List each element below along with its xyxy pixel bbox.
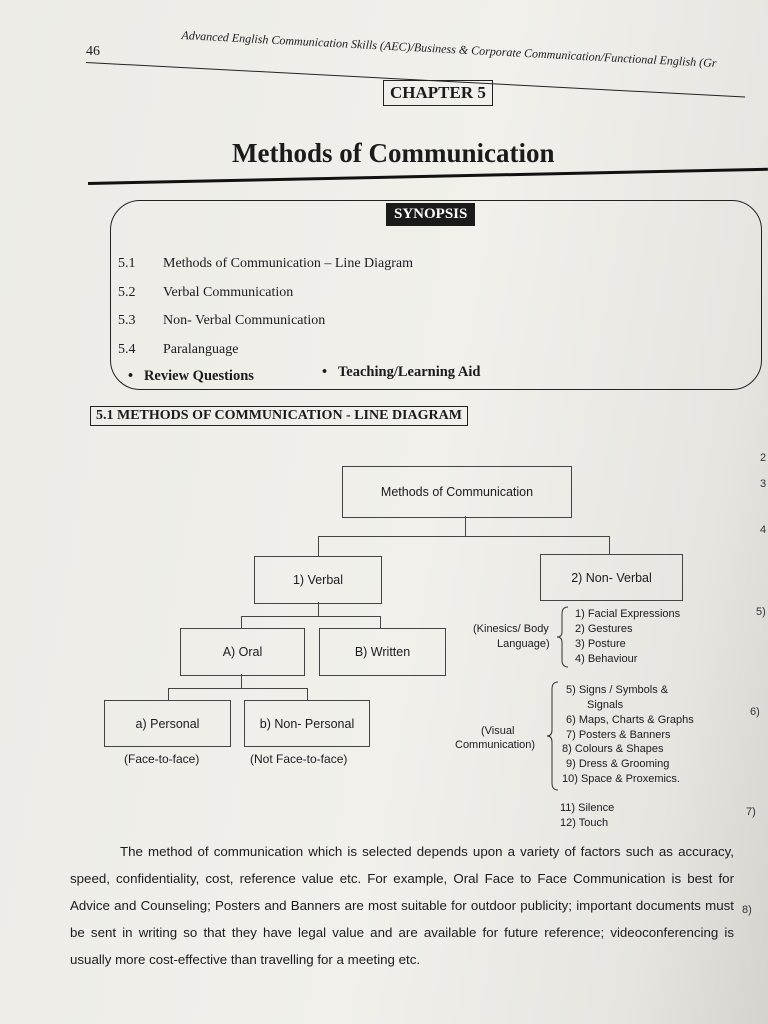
margin-number: 7) bbox=[746, 806, 756, 818]
toc-text: Paralanguage bbox=[163, 342, 239, 357]
chapter-title: Methods of Communication bbox=[232, 138, 555, 168]
list-item: 12) Touch bbox=[560, 817, 609, 829]
connector bbox=[168, 688, 308, 689]
running-header: Advanced English Communication Skills (A… bbox=[181, 28, 717, 71]
node-nonverbal: 2) Non- Verbal bbox=[540, 554, 683, 601]
connector bbox=[465, 516, 466, 536]
node-written: B) Written bbox=[319, 628, 446, 676]
synopsis-box bbox=[110, 200, 762, 390]
list-item: 8) Colours & Shapes bbox=[562, 743, 664, 755]
margin-number: 5) bbox=[756, 606, 766, 618]
margin-number: 4 bbox=[760, 524, 767, 536]
connector bbox=[318, 536, 319, 556]
list-item: 4) Behaviour bbox=[575, 653, 638, 665]
node-root: Methods of Communication bbox=[342, 466, 572, 518]
toc-text: Verbal Communication bbox=[163, 285, 294, 300]
body-paragraph: The method of communication which is sel… bbox=[70, 838, 734, 973]
node-verbal: 1) Verbal bbox=[254, 556, 382, 604]
node-personal: a) Personal bbox=[104, 700, 231, 747]
list-item: Signals bbox=[587, 699, 624, 711]
connector bbox=[609, 536, 610, 554]
toc-text: Non- Verbal Communication bbox=[163, 313, 326, 328]
page-number: 46 bbox=[86, 44, 100, 59]
list-item: 11) Silence bbox=[560, 802, 615, 814]
margin-number: 8) bbox=[742, 904, 752, 916]
connector bbox=[168, 688, 169, 700]
node-oral: A) Oral bbox=[180, 628, 305, 676]
connector bbox=[241, 674, 242, 688]
chapter-label: CHAPTER 5 bbox=[383, 80, 493, 106]
margin-number: 2 bbox=[760, 452, 767, 464]
paragraph-text: The method of communication which is sel… bbox=[70, 844, 734, 967]
connector bbox=[318, 602, 319, 616]
connector bbox=[241, 616, 381, 617]
title-rule bbox=[88, 167, 768, 185]
toc-number: 5.1 bbox=[118, 256, 136, 271]
brace-icon bbox=[556, 606, 569, 668]
margin-number: 3 bbox=[760, 478, 767, 490]
nonpersonal-note: (Not Face-to-face) bbox=[250, 752, 348, 766]
margin-number: 6) bbox=[750, 706, 760, 718]
synopsis-label: SYNOPSIS bbox=[386, 203, 476, 226]
list-item: 6) Maps, Charts & Graphs bbox=[566, 714, 694, 726]
list-item: 7) Posters & Banners bbox=[566, 729, 671, 741]
connector bbox=[380, 616, 381, 628]
list-item: 3) Posture bbox=[575, 638, 626, 650]
list-item: 5) Signs / Symbols & bbox=[566, 684, 669, 696]
list-item: 2) Gestures bbox=[575, 623, 633, 635]
visual-label: Communication) bbox=[455, 739, 536, 751]
toc-item: 5.4 Paralanguage bbox=[118, 342, 238, 358]
kinesics-label: Language) bbox=[497, 638, 550, 650]
toc-item: 5.3 Non- Verbal Communication bbox=[118, 313, 325, 329]
toc-item: 5.1 Methods of Communication – Line Diagr… bbox=[118, 256, 413, 272]
bullet-text: Review Questions bbox=[143, 368, 254, 384]
bullet-icon: • bbox=[128, 368, 134, 384]
toc-number: 5.4 bbox=[118, 342, 136, 357]
kinesics-label: (Kinesics/ Body bbox=[473, 623, 549, 635]
bullet-text: Teaching/Learning Aid bbox=[337, 364, 481, 380]
connector bbox=[318, 536, 610, 537]
toc-text: Methods of Communication – Line Diagram bbox=[163, 256, 414, 271]
list-item: 9) Dress & Grooming bbox=[566, 758, 670, 770]
list-item: 1) Facial Expressions bbox=[575, 608, 681, 620]
section-heading: 5.1 METHODS OF COMMUNICATION - LINE DIAG… bbox=[90, 406, 468, 426]
synopsis-bullet: • Review Questions bbox=[128, 368, 254, 385]
connector bbox=[307, 688, 308, 700]
connector bbox=[241, 616, 242, 628]
personal-note: (Face-to-face) bbox=[124, 752, 200, 766]
node-nonpersonal: b) Non- Personal bbox=[244, 700, 370, 747]
toc-number: 5.2 bbox=[118, 285, 136, 300]
visual-label: (Visual bbox=[481, 725, 515, 737]
toc-item: 5.2 Verbal Communication bbox=[118, 285, 293, 301]
synopsis-bullet: • Teaching/Learning Aid bbox=[322, 364, 480, 381]
list-item: 10) Space & Proxemics. bbox=[562, 773, 680, 785]
brace-icon bbox=[546, 681, 559, 791]
bullet-icon: • bbox=[322, 364, 328, 380]
toc-number: 5.3 bbox=[118, 313, 136, 328]
